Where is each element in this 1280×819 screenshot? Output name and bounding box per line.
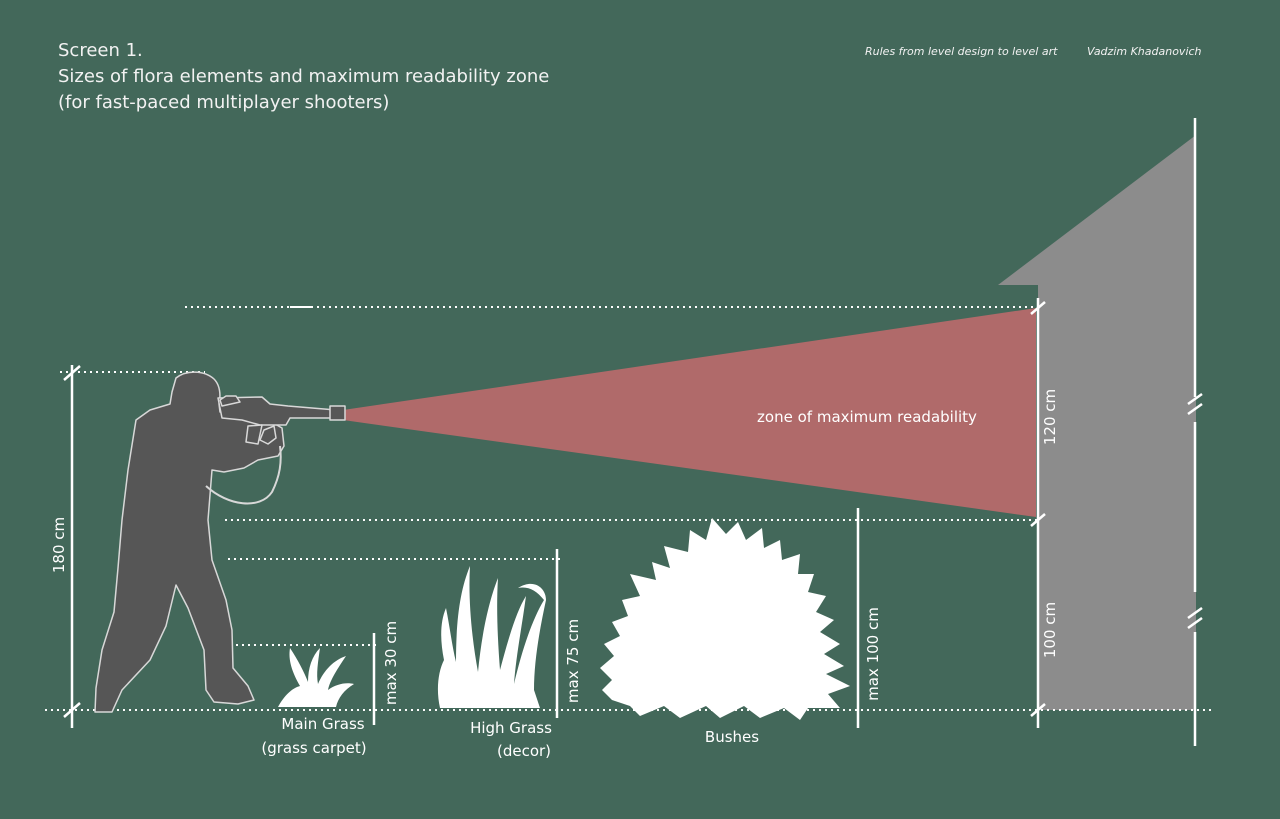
grass-tuft-icon bbox=[278, 648, 354, 707]
bushes-max-label: max 100 cm bbox=[864, 607, 882, 701]
soldier-height-label: 180 cm bbox=[50, 517, 68, 573]
title-line-3: (for fast-paced multiplayer shooters) bbox=[58, 92, 390, 113]
measure-wall-tick-mid bbox=[1030, 513, 1046, 527]
title-line-1: Screen 1. bbox=[58, 40, 143, 61]
title-line-2: Sizes of flora elements and maximum read… bbox=[58, 66, 550, 87]
lower-height-label: 100 cm bbox=[1041, 602, 1059, 658]
high-grass-max-label: max 75 cm bbox=[564, 619, 582, 703]
break-mark-1b bbox=[1187, 402, 1203, 416]
main-grass-name: Main Grass bbox=[281, 715, 364, 733]
readability-zone bbox=[343, 308, 1036, 517]
author-credit: Vadzim Khadanovich bbox=[1087, 45, 1202, 58]
break-mark-1a bbox=[1187, 392, 1203, 406]
measure-wall-tick-bottom bbox=[1030, 703, 1046, 717]
break-mark-2b bbox=[1187, 616, 1203, 630]
zone-height-label: 120 cm bbox=[1041, 389, 1059, 445]
rifle-sling bbox=[205, 445, 282, 505]
high-grass-sub: (decor) bbox=[497, 742, 551, 760]
wall-structure-icon bbox=[998, 135, 1196, 710]
source-credit: Rules from level design to level art bbox=[865, 45, 1058, 58]
main-grass-sub: (grass carpet) bbox=[261, 739, 366, 757]
measure-wall-tick-top bbox=[1030, 301, 1046, 315]
high-grass-name: High Grass bbox=[470, 719, 552, 737]
measure-soldier-tick-bottom bbox=[63, 702, 81, 718]
tall-grass-icon bbox=[437, 566, 546, 708]
soldier-silhouette-icon bbox=[94, 371, 346, 713]
measure-soldier-tick-top bbox=[63, 365, 81, 381]
page-title: Screen 1. Sizes of flora elements and ma… bbox=[58, 38, 549, 116]
bush-icon bbox=[600, 518, 850, 720]
main-grass-max-label: max 30 cm bbox=[382, 621, 400, 705]
readability-zone-label: zone of maximum readability bbox=[757, 408, 977, 426]
bushes-name: Bushes bbox=[705, 728, 759, 746]
break-mark-2a bbox=[1187, 606, 1203, 620]
